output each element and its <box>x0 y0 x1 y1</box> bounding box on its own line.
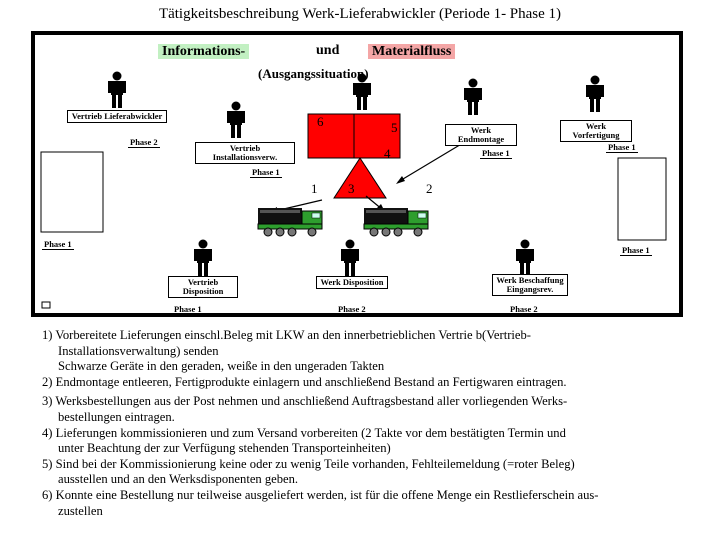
role-werk-disposition: Werk Disposition <box>316 276 388 289</box>
note-line: Installationsverwaltung) senden <box>58 343 219 358</box>
phase-label: Phase 2 <box>336 304 368 315</box>
storage-triangle <box>333 157 387 199</box>
info-label: Informations- <box>158 44 250 59</box>
task-notes: 1) Vorbereitete Lieferungen einschl.Bele… <box>42 328 712 519</box>
phase-label: Phase 1 <box>42 239 74 250</box>
person-icon-vertrieb-disposition <box>194 239 212 276</box>
person-icon-center <box>353 73 371 110</box>
flow-diagram <box>40 71 667 309</box>
person-icon-lieferabwickler <box>108 71 126 108</box>
left-order-box <box>40 151 104 233</box>
role-werk-vorfertigung: Werk Vorfertigung <box>560 120 632 142</box>
material-label: Materialfluss <box>368 44 456 59</box>
note-line: Schwarze Geräte in den geraden, weiße in… <box>58 359 385 374</box>
storage-box-6 <box>307 113 355 159</box>
phase-label: Phase 2 <box>508 304 540 315</box>
phase-label: Phase 2 <box>128 137 160 148</box>
role-vertrieb-installation: Vertrieb Installationsverw. <box>195 142 295 164</box>
role-vertrieb-disposition: Vertrieb Disposition <box>168 276 238 298</box>
truck-icon-right <box>363 207 429 237</box>
step-number-1: 1 <box>311 181 318 196</box>
note-line: 6) Konnte eine Bestellung nur teilweise … <box>42 487 599 502</box>
note-line: zustellen <box>58 503 103 518</box>
right-order-box <box>617 157 667 241</box>
role-vertrieb-lieferabwickler: Vertrieb Lieferabwickler <box>67 110 167 123</box>
note-line: 2) Endmontage entleeren, Fertigprodukte … <box>42 374 567 389</box>
step-number-2: 2 <box>426 181 433 196</box>
note-line: unter Beachtung der zur Verfügung stehen… <box>58 441 391 456</box>
phase-label: Phase 1 <box>250 167 282 178</box>
und-label: und <box>316 43 340 58</box>
step-number-4: 4 <box>384 146 391 161</box>
person-icon-werk-disposition <box>341 239 359 276</box>
phase-label: Phase 1 <box>480 148 512 159</box>
truck-icon-left <box>257 207 323 237</box>
info-heading: Informations- <box>158 42 250 60</box>
note-line: 3) Werksbestellungen aus der Post nehmen… <box>42 394 568 409</box>
phase-label: Phase 1 <box>172 304 204 315</box>
diagram-subtitle: (Ausgangssituation) <box>258 66 369 81</box>
phase-label: Phase 1 <box>606 142 638 153</box>
person-icon-vorfertigung <box>586 75 604 112</box>
note-line: bestellungen eintragen. <box>58 409 175 424</box>
note-line: 4) Lieferungen kommissionieren und zum V… <box>42 425 566 440</box>
role-werk-endmontage: Werk Endmontage <box>445 124 517 146</box>
person-icon-installation <box>227 101 245 138</box>
note-line: 1) Vorbereitete Lieferungen einschl.Bele… <box>42 328 531 342</box>
step-number-6: 6 <box>317 114 324 129</box>
step-number-5: 5 <box>391 120 398 135</box>
phase-label: Phase 1 <box>620 245 652 256</box>
page-title: Tätigkeitsbeschreibung Werk-Lieferabwick… <box>158 6 562 22</box>
note-line: 5) Sind bei der Kommissionierung keine o… <box>42 456 575 471</box>
step-number-3: 3 <box>348 181 355 196</box>
person-icon-endmontage <box>464 78 482 115</box>
role-werk-beschaffung: Werk Beschaffung Eingangsrev. <box>492 274 568 296</box>
note-line: ausstellen und an den Werksdisponenten g… <box>58 472 299 487</box>
storage-box-5 <box>353 113 401 159</box>
material-heading: Materialfluss <box>368 42 456 60</box>
person-icon-beschaffung <box>516 239 534 276</box>
